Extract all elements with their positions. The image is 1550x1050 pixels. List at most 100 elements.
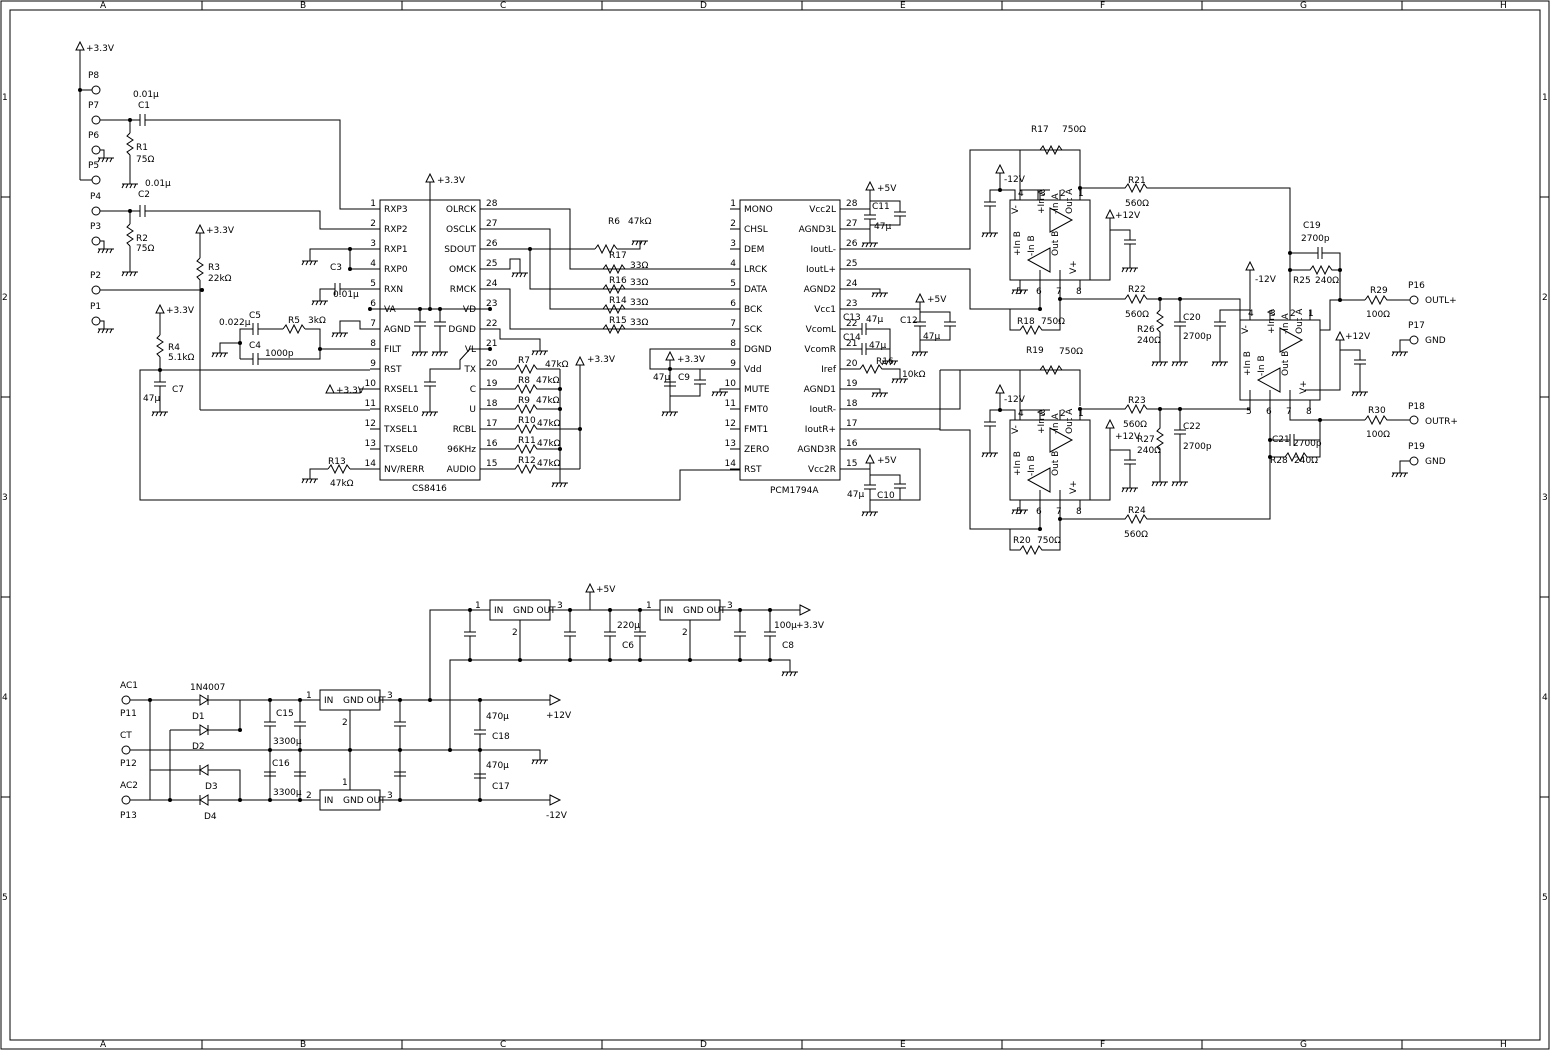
pin-number: 24 <box>486 279 498 289</box>
row-label-2-left: 2 <box>2 293 8 303</box>
regm12-in: IN <box>324 796 333 806</box>
pin-name: IoutL- <box>811 245 837 255</box>
pin-name: Iref <box>821 365 837 375</box>
pin-name: DEM <box>744 245 764 255</box>
pin-number: 9 <box>370 359 376 369</box>
row-label-3-left: 3 <box>2 493 8 503</box>
r12-ref: R12 <box>518 456 536 466</box>
c20-value: 2700p <box>1183 332 1212 342</box>
pin-number: 20 <box>486 359 498 369</box>
pin-number: 17 <box>846 419 857 429</box>
c1-ref: C1 <box>138 101 150 111</box>
p5-label: P5 <box>88 161 99 171</box>
left-iv-wiring: R17 750Ω -12V +12V R18 750Ω R21 560Ω R22… <box>981 125 1291 367</box>
r5-ref: R5 <box>288 316 300 326</box>
opamp-pin-number: 7 <box>1286 407 1292 417</box>
pin-name: Vcc2L <box>809 205 836 215</box>
pin-number: 28 <box>846 199 858 209</box>
opamp-pin-name: V- <box>1241 325 1251 334</box>
opamp-pin-name: Out A <box>1065 188 1075 214</box>
r20-ref: R20 <box>1013 536 1031 546</box>
pin-number: 18 <box>846 399 858 409</box>
connector-p18[interactable] <box>1409 415 1419 425</box>
r8-value: 47kΩ <box>536 376 560 386</box>
c6-ref: C6 <box>622 641 634 651</box>
pin-name: AGND3L <box>799 225 836 235</box>
pin-name: SDOUT <box>444 245 476 255</box>
pin-number: 27 <box>486 219 497 229</box>
c8-ref: C8 <box>782 641 794 651</box>
pin-name: AGND <box>384 325 411 335</box>
pin-number: 7 <box>370 319 376 329</box>
r1-value: 75Ω <box>136 155 154 165</box>
pin-name: VcomR <box>804 345 836 355</box>
pin-name: RXSEL1 <box>384 385 419 395</box>
connector-p2[interactable] <box>91 285 101 295</box>
connector-p13[interactable] <box>121 795 131 805</box>
connector-p5[interactable] <box>91 175 101 185</box>
connector-p19[interactable] <box>1409 456 1419 466</box>
opamp-pin-number: 6 <box>1036 287 1042 297</box>
pin-number: 11 <box>365 399 376 409</box>
connector-p6[interactable] <box>91 145 101 155</box>
p6-label: P6 <box>88 131 99 141</box>
c12-rail-label: +5V <box>927 295 947 305</box>
opamp-pin-number: 8 <box>1076 507 1082 517</box>
pin-name: RXSEL0 <box>384 405 419 415</box>
r14-ref: R14 <box>609 296 627 306</box>
p8-label: P8 <box>88 71 99 81</box>
c10-value: 47µ <box>847 490 864 500</box>
pin-name: SCK <box>744 325 763 335</box>
connector-p12[interactable] <box>121 745 131 755</box>
pin-name: AUDIO <box>447 465 476 475</box>
connector-p11[interactable] <box>121 695 131 705</box>
p16-label: P16 <box>1408 281 1425 291</box>
c2-ref: C2 <box>138 190 150 200</box>
p1-label: P1 <box>90 302 101 312</box>
d1-type: 1N4007 <box>190 683 225 693</box>
r16-value: 33Ω <box>630 278 648 288</box>
reg5-in: IN <box>494 606 503 616</box>
r9-ref: R9 <box>518 396 530 406</box>
c22-ref: C22 <box>1183 422 1201 432</box>
r18-ref: R18 <box>1017 317 1035 327</box>
pin-name: Vcc1 <box>814 305 836 315</box>
col-label-c-bottom: C <box>500 1040 506 1050</box>
connector-p4[interactable] <box>91 206 101 216</box>
r29-ref: R29 <box>1370 286 1388 296</box>
connector-p3[interactable] <box>91 236 101 246</box>
cs8416-ic: CS8416 1RXP32RXP23RXP14RXP05RXN6VA7AGND8… <box>211 172 740 494</box>
pin-number: 6 <box>370 299 376 309</box>
connector-p16[interactable] <box>1409 295 1419 305</box>
pcm1794a-ic: PCM1794A 1MONO2CHSL3DEM4LRCK5DATA6BCK7SC… <box>649 149 1081 517</box>
r1-ref: R1 <box>136 143 148 153</box>
connector-p8[interactable] <box>91 85 101 95</box>
opamp-pin-name: -In B <box>1027 455 1037 476</box>
pin-number: 12 <box>365 419 376 429</box>
col-label-g-bottom: G <box>1300 1040 1307 1050</box>
r6-value: 47kΩ <box>628 217 652 227</box>
opamp-pin-number: 7 <box>1056 287 1062 297</box>
opamp-pin-number: 3 <box>1270 309 1276 319</box>
connector-p7[interactable] <box>91 115 101 125</box>
pin-number: 12 <box>725 419 736 429</box>
regm12-pin2: 2 <box>306 791 312 801</box>
pin-name: FILT <box>384 345 402 355</box>
pin-number: 16 <box>846 439 858 449</box>
pin-number: 26 <box>846 239 858 249</box>
pin-name: MUTE <box>744 385 770 395</box>
rail-label: +3.3V <box>86 44 115 54</box>
connector-p1[interactable] <box>91 316 101 326</box>
r21-ref: R21 <box>1128 176 1146 186</box>
reg33-rail-label: +3.3V <box>796 621 825 631</box>
r16-ref: R16 <box>609 276 627 286</box>
connector-p17[interactable] <box>1409 335 1419 345</box>
pin-name: C <box>470 385 476 395</box>
pin-number: 28 <box>486 199 498 209</box>
pin-number: 20 <box>846 359 858 369</box>
pin-number: 1 <box>370 199 376 209</box>
r10-ref: R10 <box>518 416 536 426</box>
row-label-1-left: 1 <box>2 93 8 103</box>
pin-number: 9 <box>730 359 736 369</box>
opamp-pin-name: -In B <box>1027 235 1037 256</box>
